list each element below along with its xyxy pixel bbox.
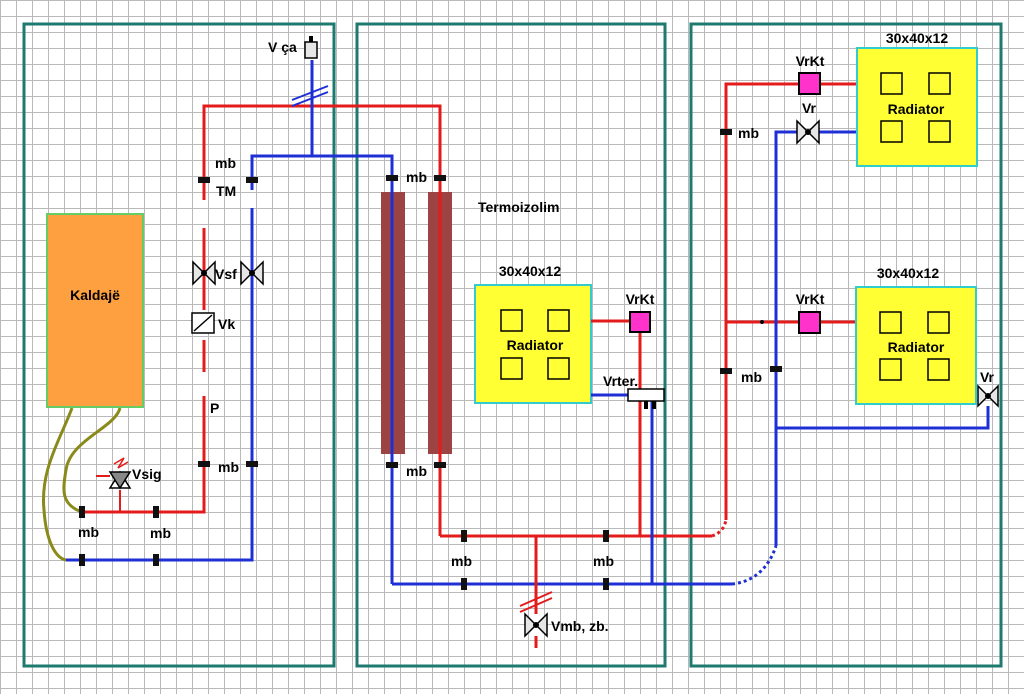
rooms-panel	[689, 22, 1003, 668]
insulation-label: Termoizolim	[478, 199, 559, 215]
mb-connector	[386, 462, 398, 468]
radiator-cell	[928, 120, 951, 143]
radiator-label: Radiator	[507, 337, 564, 353]
radiator-cell	[927, 311, 950, 334]
radiator-valve-icon	[977, 384, 999, 408]
vrter-label: Vrter.	[603, 373, 638, 389]
supply-transition	[711, 519, 728, 538]
boiler	[46, 213, 144, 408]
junction	[760, 320, 764, 324]
gate-valve-icon	[524, 612, 548, 638]
tm-label: TM	[216, 183, 236, 199]
radiator-size-label: 30x40x12	[499, 263, 562, 279]
radiator-cell	[879, 358, 902, 381]
mb-connector	[720, 129, 732, 135]
boiler-room-panel	[22, 22, 336, 668]
pipe-connector-icon	[291, 85, 329, 101]
mb-label: mb	[150, 525, 171, 541]
mb-label: mb	[451, 553, 472, 569]
radiator-label: Radiator	[888, 339, 945, 355]
air-vent-cap	[309, 36, 313, 42]
mb-connector	[153, 554, 159, 566]
mb-label: mb	[406, 463, 427, 479]
vrkt-label: VrKt	[796, 291, 825, 307]
mb-connector	[461, 578, 467, 590]
vsf-label: Vsf	[215, 266, 237, 282]
return-main-pipe	[250, 154, 394, 190]
return-transition	[731, 545, 778, 586]
gate-valve-icon	[240, 260, 264, 286]
radiator-valve-icon	[796, 119, 820, 145]
mb-label: mb	[215, 155, 236, 171]
radiator-cell	[500, 357, 523, 380]
radiator-cell	[880, 72, 903, 95]
vsig-label: Vsig	[132, 466, 162, 482]
mb-connector	[461, 530, 467, 542]
check-valve-icon	[191, 312, 215, 334]
radiator-size-label: 30x40x12	[886, 30, 949, 46]
vr-label: Vr	[980, 369, 995, 385]
mb-connector	[603, 530, 609, 542]
pipe-connector-icon	[291, 91, 329, 107]
radiator-cell	[547, 357, 570, 380]
air-vent-icon	[304, 41, 318, 59]
mb-connector	[386, 175, 398, 181]
thermostatic-valve-icon	[629, 311, 651, 333]
mb-label: mb	[593, 553, 614, 569]
thermostatic-valve-icon	[798, 72, 821, 95]
vrkt-label: VrKt	[626, 291, 655, 307]
mb-connector	[198, 177, 210, 183]
vr-label: Vr	[802, 100, 817, 116]
gate-valve-icon	[192, 260, 216, 286]
radiator-cell	[879, 311, 902, 334]
v-ca-label: V ça	[268, 39, 297, 55]
mb-label: mb	[78, 524, 99, 540]
radiator-cell	[927, 358, 950, 381]
return-riser-right	[774, 130, 798, 546]
mb-connector	[434, 175, 446, 181]
radiator-cell	[880, 120, 903, 143]
vmb-label: Vmb, zb.	[551, 618, 609, 634]
vrkt-label: VrKt	[796, 53, 825, 69]
mb-label: mb	[218, 459, 239, 475]
mb-connector	[246, 461, 258, 467]
mb-connector	[246, 177, 258, 183]
radiator-label: Radiator	[888, 101, 945, 117]
mb-connector	[153, 506, 159, 518]
boiler-return-pipe	[66, 208, 254, 562]
mb-label: mb	[738, 125, 759, 141]
flex-hose-return	[41, 407, 74, 562]
pipe-connector-icon	[519, 597, 553, 613]
radiator	[855, 286, 977, 405]
return-branch	[776, 406, 990, 430]
mb-connector	[79, 506, 85, 518]
radiator-cell	[547, 309, 570, 332]
radiator-valve-icon	[627, 388, 665, 409]
boiler-supply-pipe	[82, 396, 206, 514]
vk-label: Vk	[218, 316, 235, 332]
distribution-panel	[355, 22, 667, 668]
radiator	[856, 47, 978, 167]
radiator-cell	[928, 72, 951, 95]
pump-label: P	[210, 400, 219, 416]
radiator	[474, 284, 592, 404]
thermostatic-valve-icon	[798, 311, 821, 334]
supply-riser-right	[724, 82, 800, 520]
mb-connector	[198, 461, 210, 467]
safety-valve-icon	[96, 457, 132, 512]
radiator-cell	[500, 309, 523, 332]
mb-connector	[720, 368, 732, 374]
mb-connector	[434, 462, 446, 468]
mb-label: mb	[741, 369, 762, 385]
flex-hose-supply	[62, 407, 122, 514]
mb-label: mb	[406, 169, 427, 185]
mb-connector	[603, 578, 609, 590]
mb-connector	[79, 554, 85, 566]
supply-main-pipe	[202, 104, 442, 200]
pipe-connector-icon	[519, 591, 553, 607]
radiator-size-label: 30x40x12	[877, 265, 940, 281]
boiler-label: Kaldajë	[70, 287, 120, 303]
mb-connector	[770, 366, 782, 372]
